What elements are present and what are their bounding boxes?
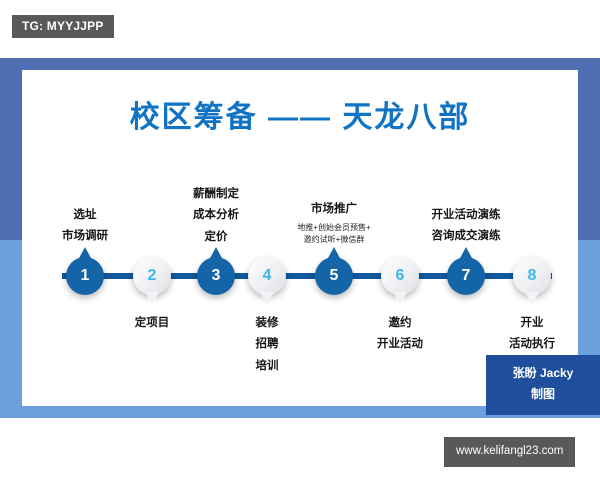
timeline-step-label-line: 市场推广 [311,203,357,215]
timeline-step-marker-2[interactable]: 2 [133,257,171,305]
author-credit-role: 制图 [530,387,555,401]
timeline-step-label-line: 装修 [255,317,279,329]
timeline-step-label: 选址市场调研 [62,205,108,248]
timeline-step-marker-8[interactable]: 8 [513,257,551,305]
slide-canvas: 校区筹备 —— 天龙八部 1 选址市场调研 2 定项目 3 薪酬制定成本分析定价 4 装修招聘… [22,70,578,406]
author-credit-name: 张盼 Jacky [512,366,574,380]
timeline-step-marker-6[interactable]: 6 [381,257,419,305]
timeline-step-label-line: 活动执行 [509,338,555,351]
timeline-diagram: 1 选址市场调研 2 定项目 3 薪酬制定成本分析定价 4 装修招聘培训 5 市场推广地推+创始会… [22,70,578,406]
timeline-step-label: 市场推广 [311,199,357,220]
timeline-step-label-line: 选址 [73,209,97,221]
timeline-step-sublabel: 地推+创始会员预售+ 邀约试听+微信群 [297,222,370,247]
timeline-step-label-line: 招聘 [255,338,279,351]
timeline-step-label-line: 成本分析 [193,209,239,222]
timeline-step-number: 1 [80,267,90,284]
timeline-step-label: 开业活动演练咨询成交演练 [432,205,501,248]
slide-frame: 校区筹备 —— 天龙八部 1 选址市场调研 2 定项目 3 薪酬制定成本分析定价 4 装修招聘… [0,58,600,418]
timeline-track [62,273,552,279]
timeline-step-label-line: 市场调研 [62,230,108,243]
author-credit-box: 张盼 Jacky 制图 [486,355,600,415]
timeline-step-label-line: 开业活动 [377,338,423,351]
timeline-step-number: 5 [329,267,339,284]
timeline-step-label: 邀约开业活动 [377,313,423,356]
timeline-step-number: 3 [211,267,221,284]
timeline-step-label: 薪酬制定成本分析定价 [193,184,239,248]
timeline-step-marker-1[interactable]: 1 [66,247,104,295]
timeline-step-number: 4 [262,267,272,284]
timeline-step-sublabel-line: 邀约试听+微信群 [303,235,365,245]
timeline-step-label-line: 邀约 [388,317,412,329]
site-url-watermark: www.kelifangl23.com [444,437,576,467]
timeline-step-label-line: 开业活动演练 [431,209,501,221]
timeline-step-label-line: 定价 [204,230,228,243]
timeline-step-label-line: 开业 [520,317,544,329]
timeline-step-label-line: 咨询成交演练 [431,230,501,243]
timeline-step-marker-3[interactable]: 3 [197,247,235,295]
timeline-step-marker-4[interactable]: 4 [248,257,286,305]
timeline-step-marker-5[interactable]: 5 [315,247,353,295]
timeline-step-number: 7 [461,267,471,284]
slide-title: 校区筹备 —— 天龙八部 [129,101,471,134]
timeline-step-label: 定项目 [135,313,170,334]
timeline-step-number: 8 [527,267,537,284]
telegram-watermark-badge: TG: MYYJJPP [12,15,114,38]
timeline-step-marker-7[interactable]: 7 [447,247,485,295]
timeline-step-number: 2 [147,267,157,284]
timeline-step-number: 6 [395,267,405,284]
timeline-step-label-line: 薪酬制定 [193,188,239,200]
timeline-step-label-line: 培训 [255,359,279,372]
timeline-step-sublabel-line: 地推+创始会员预售+ [297,223,371,232]
timeline-step-label-line: 定项目 [134,317,170,329]
timeline-step-label: 装修招聘培训 [256,313,279,377]
timeline-step-label: 开业活动执行 [509,313,555,356]
